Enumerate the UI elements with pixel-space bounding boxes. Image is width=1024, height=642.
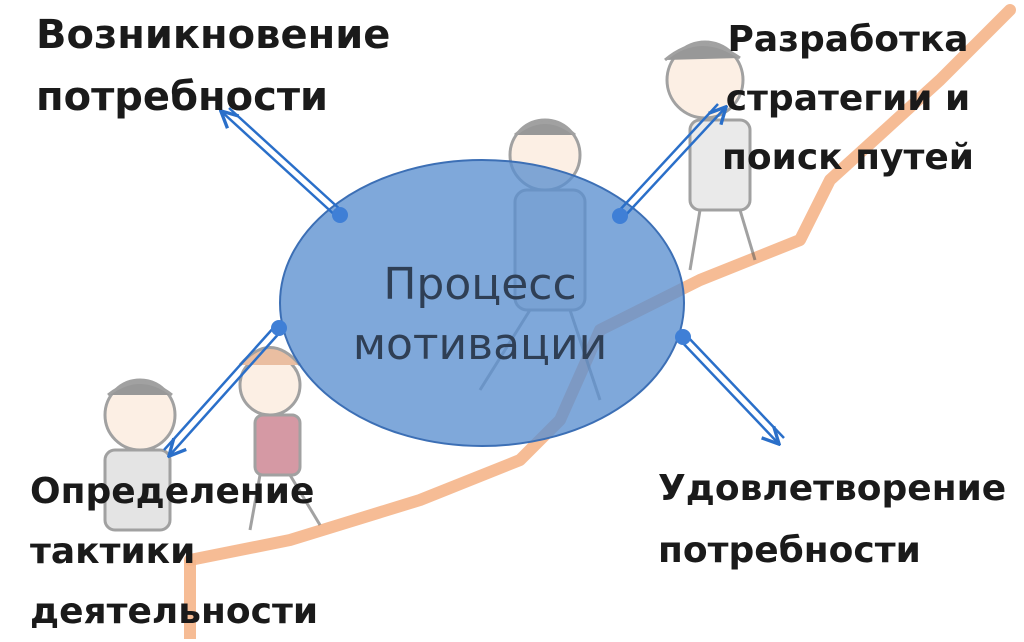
node-br-line-1: Удовлетворение <box>658 468 1007 509</box>
node-strategy: Разработка стратегии и поиск путей <box>722 10 974 187</box>
node-tr-line-2: стратегии и <box>725 78 971 119</box>
dot-bottom-left <box>271 320 287 336</box>
node-bl-line-3: деятельности <box>30 591 319 632</box>
process-ellipse <box>279 159 685 447</box>
dot-bottom-right <box>675 329 691 345</box>
dot-top-right <box>612 208 628 224</box>
node-tr-line-3: поиск путей <box>722 137 974 178</box>
arrow-top-left <box>222 107 344 218</box>
dot-top-left <box>332 207 348 223</box>
node-bl-line-2: тактики <box>30 531 196 572</box>
node-tactics: Определение тактики деятельности <box>30 462 318 642</box>
node-tl-line-2: потребности <box>36 74 329 120</box>
node-bl-line-1: Определение <box>30 471 315 512</box>
node-tr-line-1: Разработка <box>727 19 969 60</box>
node-tl-line-1: Возникновение <box>36 12 391 58</box>
center-line-2: мотивации <box>352 319 608 370</box>
center-line-1: Процесс <box>383 259 577 310</box>
node-br-line-2: потребности <box>658 530 921 571</box>
arrow-bottom-right <box>679 334 785 443</box>
arrow-bottom-left <box>163 324 283 455</box>
node-need-emergence: Возникновение потребности <box>36 4 390 128</box>
arrow-top-right <box>616 103 725 219</box>
node-satisfaction: Удовлетворение потребности <box>658 458 1006 582</box>
center-label: Процесс мотивации <box>330 255 630 375</box>
